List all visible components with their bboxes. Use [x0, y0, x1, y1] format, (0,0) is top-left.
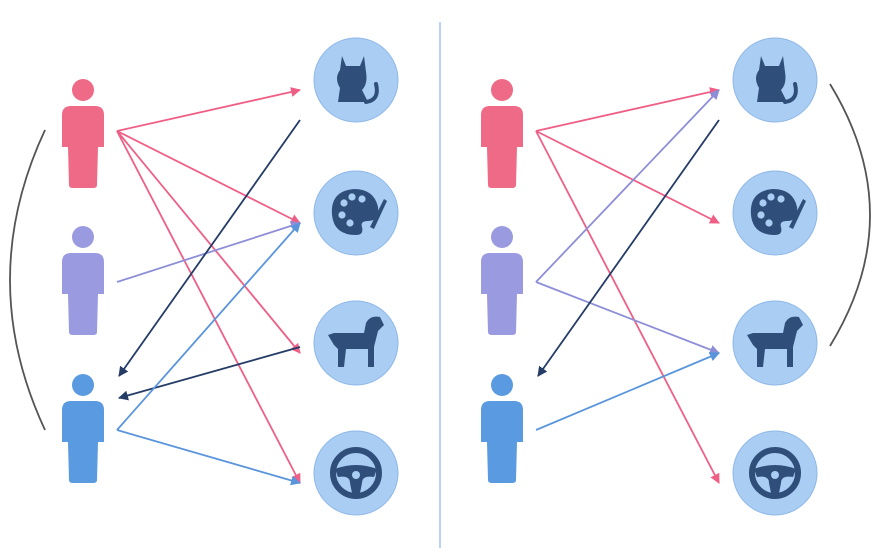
item-cat-panel-2 — [732, 37, 818, 123]
dog-icon — [328, 316, 384, 367]
arrow-blue-user-to-palette-panel-1 — [116, 222, 301, 431]
blue-user-panel-1 — [62, 374, 104, 483]
arrow-blue-user-to-dog-panel-2 — [535, 351, 720, 431]
red-user-panel-2 — [481, 79, 523, 188]
palette-icon — [331, 189, 387, 235]
arrow-cat-to-blue-user-panel-1 — [118, 119, 301, 377]
item-wheel-panel-2 — [732, 430, 818, 516]
item-dog-panel-1 — [313, 300, 399, 386]
dog-icon — [747, 316, 803, 367]
bracket-users-panel-1 — [9, 129, 46, 431]
arrow-cat-to-blue-user-panel-2 — [537, 119, 720, 377]
arrow-purple-user-to-palette-panel-1 — [116, 221, 301, 283]
red-user-panel-1 — [62, 79, 104, 188]
item-cat-panel-1 — [313, 37, 399, 123]
steering-wheel-icon — [330, 447, 382, 499]
cat-icon — [756, 56, 798, 104]
item-wheel-panel-1 — [313, 430, 399, 516]
arrow-red-user-to-wheel-panel-1 — [116, 130, 301, 484]
palette-icon — [750, 189, 806, 235]
cat-icon — [337, 56, 379, 104]
item-palette-panel-2 — [732, 170, 818, 256]
blue-user-panel-2 — [481, 374, 523, 483]
arrow-blue-user-to-wheel-panel-1 — [116, 429, 301, 486]
item-palette-panel-1 — [313, 170, 399, 256]
item-dog-panel-2 — [732, 300, 818, 386]
arrow-red-user-to-cat-panel-2 — [535, 87, 720, 132]
arrow-red-user-to-palette-panel-1 — [116, 130, 301, 224]
bracket-items-panel-2 — [829, 83, 871, 347]
arrow-dog-to-blue-user-panel-1 — [118, 346, 301, 401]
arrow-purple-user-to-dog-panel-2 — [535, 281, 720, 355]
arrow-red-user-to-cat-panel-1 — [116, 87, 301, 132]
arrow-red-user-to-dog-panel-1 — [116, 130, 301, 354]
arrow-red-user-to-wheel-panel-2 — [535, 130, 720, 484]
arrow-red-user-to-palette-panel-2 — [535, 130, 720, 224]
steering-wheel-icon — [749, 447, 801, 499]
purple-user-panel-1 — [62, 226, 104, 335]
arrow-purple-user-to-cat-panel-2 — [535, 89, 720, 283]
purple-user-panel-2 — [481, 226, 523, 335]
